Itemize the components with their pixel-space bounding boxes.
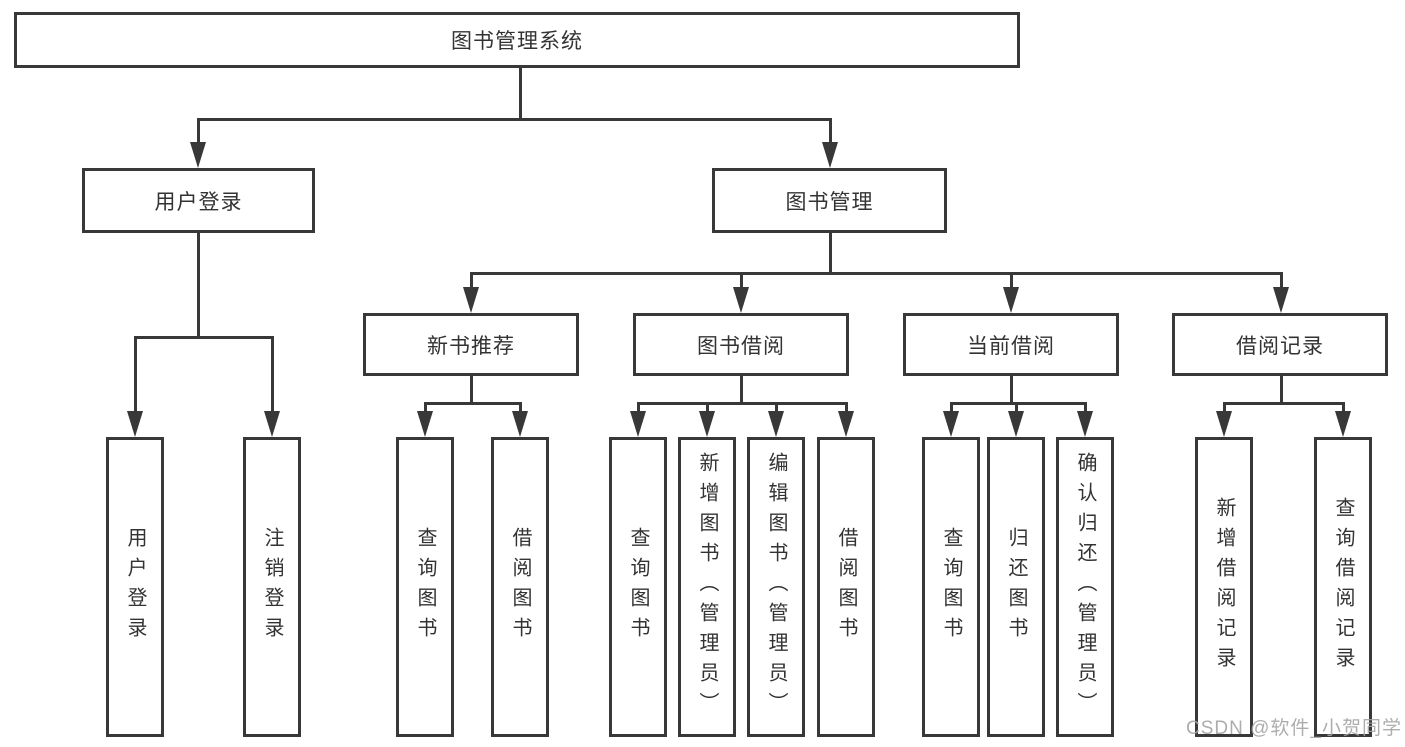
node-book-borrow: 图书借阅 xyxy=(633,313,849,376)
connector-level2-rail xyxy=(197,118,832,121)
node-label: 用户登录 xyxy=(154,190,243,214)
connector-level3-rail xyxy=(470,272,1283,275)
connector-user-login-drop xyxy=(197,118,200,148)
leaf-label: 新增借阅记录 xyxy=(1213,497,1235,677)
leaf-cb-confirm-return-admin: 确认归还（管理员） xyxy=(1056,437,1114,737)
arrowhead-icon xyxy=(838,411,854,437)
arrowhead-icon xyxy=(1335,411,1351,437)
arrowhead-icon xyxy=(512,411,528,437)
leaf-label: 查询借阅记录 xyxy=(1332,497,1354,677)
leaf-label: 查询图书 xyxy=(940,527,962,647)
node-root-system: 图书管理系统 xyxy=(14,12,1020,68)
connector-leaf-drop xyxy=(1342,402,1345,414)
node-new-book-recommend: 新书推荐 xyxy=(363,313,579,376)
connector-user-login-stem xyxy=(197,231,200,338)
node-label: 图书管理 xyxy=(785,190,874,214)
node-current-borrow: 当前借阅 xyxy=(903,313,1119,376)
leaf-nbr-query-book: 查询图书 xyxy=(396,437,454,737)
arrowhead-icon xyxy=(630,411,646,437)
leaf-br-query-record: 查询借阅记录 xyxy=(1314,437,1372,737)
leaf-label: 注销登录 xyxy=(261,527,283,647)
leaf-bb-query-book: 查询图书 xyxy=(609,437,667,737)
leaf-label: 查询图书 xyxy=(414,527,436,647)
arrowhead-icon xyxy=(1003,287,1019,313)
arrowhead-icon xyxy=(1273,287,1289,313)
node-label: 图书借阅 xyxy=(697,334,785,358)
leaf-label: 借阅图书 xyxy=(835,527,857,647)
connector-leaf-drop xyxy=(1223,402,1226,414)
connector-book-borrow-stem xyxy=(740,374,743,405)
arrowhead-icon xyxy=(768,411,784,437)
connector-leaf-drop xyxy=(845,402,848,414)
node-user-login: 用户登录 xyxy=(82,168,315,233)
arrowhead-icon xyxy=(127,411,143,437)
connector-leaf-drop xyxy=(950,402,953,414)
leaf-label: 确认归还（管理员） xyxy=(1074,452,1096,722)
connector-leaf-drop xyxy=(706,402,709,414)
arrowhead-icon xyxy=(1216,411,1232,437)
leaf-label: 查询图书 xyxy=(627,527,649,647)
node-label: 当前借阅 xyxy=(967,334,1055,358)
connector-user-login-rail xyxy=(134,336,274,339)
connector-book-borrow-rail xyxy=(637,402,848,405)
connector-leaf-drop xyxy=(775,402,778,414)
leaf-label: 归还图书 xyxy=(1005,527,1027,647)
connector-new-book-rec-rail xyxy=(424,402,522,405)
leaf-bb-edit-book-admin: 编辑图书（管理员） xyxy=(747,437,805,737)
arrowhead-icon xyxy=(699,411,715,437)
connector-branch-drop xyxy=(1010,272,1013,290)
leaf-br-add-record: 新增借阅记录 xyxy=(1195,437,1253,737)
leaf-label: 用户登录 xyxy=(124,527,146,647)
arrowhead-icon xyxy=(463,287,479,313)
connector-leaf-drop xyxy=(519,402,522,414)
leaf-bb-add-book-admin: 新增图书（管理员） xyxy=(678,437,736,737)
node-label: 借阅记录 xyxy=(1236,334,1324,358)
connector-root-stem xyxy=(519,66,522,120)
leaf-label: 借阅图书 xyxy=(509,527,531,647)
leaf-cb-return-book: 归还图书 xyxy=(987,437,1045,737)
connector-branch-drop xyxy=(1280,272,1283,290)
connector-leaf-drop xyxy=(424,402,427,414)
connector-current-borrow-rail xyxy=(950,402,1087,405)
connector-current-borrow-stem xyxy=(1010,374,1013,405)
node-book-management: 图书管理 xyxy=(712,168,947,233)
connector-leaf-drop xyxy=(271,336,274,414)
leaf-label: 编辑图书（管理员） xyxy=(765,452,787,722)
node-label: 新书推荐 xyxy=(427,334,515,358)
connector-book-mgmt-drop xyxy=(829,118,832,148)
leaf-bb-borrow-book: 借阅图书 xyxy=(817,437,875,737)
connector-borrow-record-stem xyxy=(1280,374,1283,405)
leaf-cb-query-book: 查询图书 xyxy=(922,437,980,737)
leaf-nbr-borrow-book: 借阅图书 xyxy=(491,437,549,737)
csdn-watermark: CSDN @软件_小贺同学 xyxy=(1186,718,1402,739)
connector-branch-drop xyxy=(740,272,743,290)
connector-leaf-drop xyxy=(134,336,137,414)
arrowhead-icon xyxy=(822,142,838,168)
arrowhead-icon xyxy=(417,411,433,437)
node-label: 图书管理系统 xyxy=(451,30,583,53)
arrowhead-icon xyxy=(943,411,959,437)
arrowhead-icon xyxy=(1008,411,1024,437)
arrowhead-icon xyxy=(264,411,280,437)
connector-new-book-rec-stem xyxy=(470,374,473,405)
connector-leaf-drop xyxy=(1015,402,1018,414)
leaf-user-login: 用户登录 xyxy=(106,437,164,737)
connector-book-mgmt-stem xyxy=(829,231,832,274)
connector-leaf-drop xyxy=(1084,402,1087,414)
connector-branch-drop xyxy=(470,272,473,290)
arrowhead-icon xyxy=(1077,411,1093,437)
leaf-logout: 注销登录 xyxy=(243,437,301,737)
arrowhead-icon xyxy=(733,287,749,313)
connector-leaf-drop xyxy=(637,402,640,414)
node-borrow-record: 借阅记录 xyxy=(1172,313,1388,376)
leaf-label: 新增图书（管理员） xyxy=(696,452,718,722)
connector-borrow-record-rail xyxy=(1223,402,1344,405)
arrowhead-icon xyxy=(190,142,206,168)
